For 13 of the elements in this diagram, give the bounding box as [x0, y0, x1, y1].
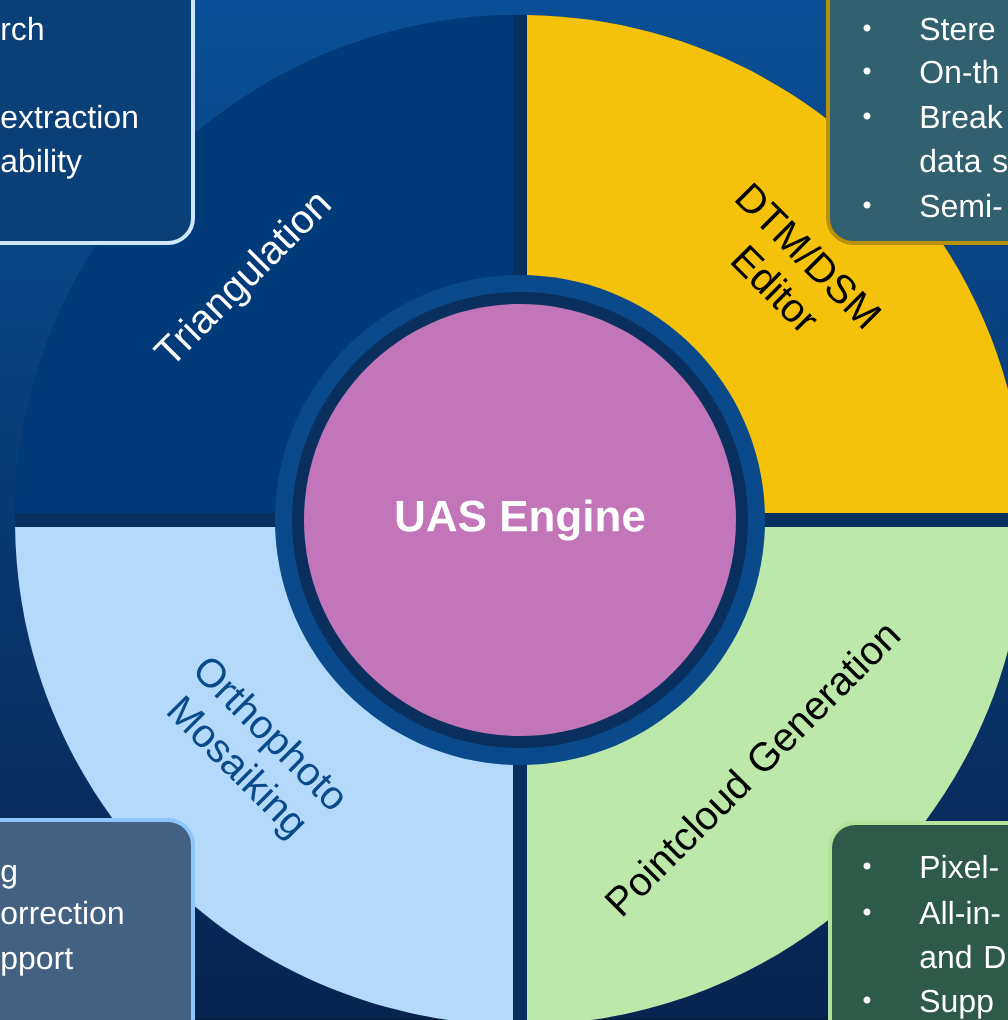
list-item: Break data s [920, 104, 1007, 173]
list-item: rch [2, 16, 43, 41]
list-item: g [1, 864, 16, 889]
list-item: Pixel- [921, 854, 998, 879]
list-item: All-in- and D [919, 900, 1005, 969]
list-item: On-th [920, 59, 998, 84]
list-item: Stere [920, 17, 995, 41]
list-item: Semi- [920, 193, 1002, 218]
list-item: extraction [1, 104, 137, 129]
list-item: ability [1, 148, 82, 179]
list-item: orrection [1, 900, 123, 925]
list-item: pport [2, 948, 73, 976]
list-item: Supp [920, 989, 993, 1019]
